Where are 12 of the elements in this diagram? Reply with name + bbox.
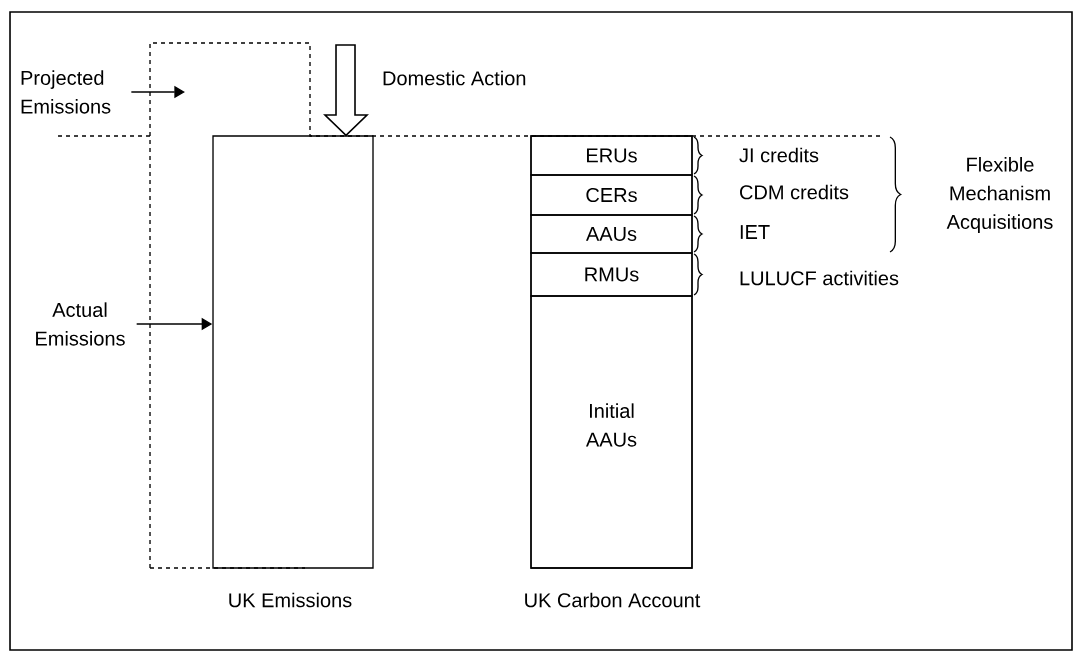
bar: [212, 135, 374, 569]
brace-label: Flexible Mechanism Acquisitions: [946, 157, 1053, 233]
node-label: IET: [740, 225, 770, 239]
block-arrow: [323, 44, 369, 137]
callout-text: Projected Emissions: [21, 70, 111, 114]
node-label: LULUCF activities: [740, 270, 899, 286]
edge-label: Domestic Action: [383, 70, 526, 86]
callout-text: Actual Emissions: [36, 302, 125, 346]
node-label: UK Carbon Account: [525, 592, 701, 608]
node-label: UK Emissions: [229, 592, 352, 608]
node-label: JI credits: [739, 147, 819, 163]
node-label: CDM credits: [740, 184, 849, 200]
